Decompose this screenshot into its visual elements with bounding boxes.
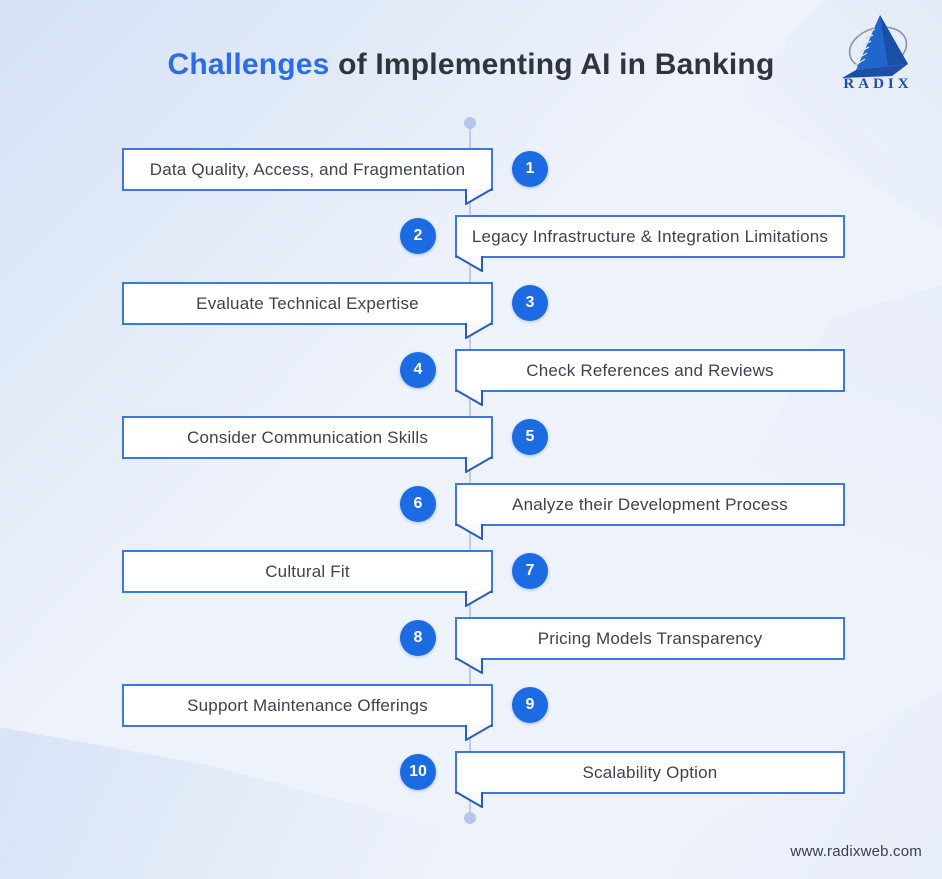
- timeline-start-dot: [464, 117, 476, 129]
- timeline-item-7: Cultural Fit 7: [0, 550, 942, 607]
- box-fold-icon: [465, 322, 493, 339]
- challenge-box-6: Analyze their Development Process: [455, 483, 845, 540]
- box-fold-icon: [455, 255, 483, 272]
- website-url: www.radixweb.com: [790, 843, 922, 860]
- challenge-box-5: Consider Communication Skills: [122, 416, 493, 473]
- challenge-label-1: Data Quality, Access, and Fragmentation: [149, 159, 466, 179]
- challenge-box-3: Evaluate Technical Expertise: [122, 282, 493, 339]
- radix-pyramid-icon: [842, 15, 908, 78]
- challenge-box-10: Scalability Option: [455, 751, 845, 808]
- step-number-4: 4: [413, 361, 423, 378]
- timeline-item-8: Pricing Models Transparency 8: [0, 617, 942, 674]
- step-number-10: 10: [409, 763, 427, 780]
- timeline-item-1: Data Quality, Access, and Fragmentation …: [0, 148, 942, 205]
- challenge-box-7: Cultural Fit: [122, 550, 493, 607]
- challenge-label-9: Support Maintenance Offerings: [187, 695, 428, 715]
- timeline-item-2: Legacy Infrastructure & Integration Limi…: [0, 215, 942, 272]
- challenge-label-4: Check References and Reviews: [526, 360, 774, 380]
- step-number-3: 3: [525, 294, 535, 311]
- page-title: Challenges of Implementing AI in Banking: [0, 48, 942, 82]
- challenge-label-7: Cultural Fit: [265, 561, 350, 581]
- step-number-badge-10: 10: [400, 754, 436, 790]
- box-fold-icon: [455, 657, 483, 674]
- box-fold-icon: [465, 456, 493, 473]
- step-number-8: 8: [413, 629, 423, 646]
- step-number-1: 1: [525, 160, 535, 177]
- step-number-6: 6: [413, 495, 423, 512]
- title-highlight: Challenges: [167, 48, 330, 81]
- box-fold-icon: [455, 791, 483, 808]
- challenge-box-9: Support Maintenance Offerings: [122, 684, 493, 741]
- challenge-label-3: Evaluate Technical Expertise: [196, 293, 419, 313]
- step-number-badge-4: 4: [400, 352, 436, 388]
- step-number-9: 9: [525, 696, 535, 713]
- step-number-badge-1: 1: [512, 151, 548, 187]
- step-number-badge-2: 2: [400, 218, 436, 254]
- box-fold-icon: [465, 724, 493, 741]
- timeline-item-3: Evaluate Technical Expertise 3: [0, 282, 942, 339]
- radix-logo: RADIX: [826, 12, 930, 93]
- box-fold-icon: [455, 389, 483, 406]
- challenge-box-4: Check References and Reviews: [455, 349, 845, 406]
- step-number-badge-3: 3: [512, 285, 548, 321]
- challenge-box-2: Legacy Infrastructure & Integration Limi…: [455, 215, 845, 272]
- timeline-end-dot: [464, 812, 476, 824]
- box-fold-icon: [455, 523, 483, 540]
- step-number-badge-7: 7: [512, 553, 548, 589]
- step-number-badge-6: 6: [400, 486, 436, 522]
- challenge-label-8: Pricing Models Transparency: [537, 628, 763, 648]
- box-fold-icon: [465, 590, 493, 607]
- box-fold-icon: [465, 188, 493, 205]
- challenge-label-5: Consider Communication Skills: [186, 427, 429, 447]
- step-number-2: 2: [413, 227, 423, 244]
- challenge-box-1: Data Quality, Access, and Fragmentation: [122, 148, 493, 205]
- step-number-5: 5: [525, 428, 535, 445]
- step-number-badge-9: 9: [512, 687, 548, 723]
- timeline-item-9: Support Maintenance Offerings 9: [0, 684, 942, 741]
- challenge-box-8: Pricing Models Transparency: [455, 617, 845, 674]
- challenge-label-6: Analyze their Development Process: [512, 494, 788, 514]
- timeline-item-4: Check References and Reviews 4: [0, 349, 942, 406]
- step-number-7: 7: [525, 562, 535, 579]
- radix-logo-wordmark: RADIX: [843, 76, 913, 92]
- timeline-item-5: Consider Communication Skills 5: [0, 416, 942, 473]
- timeline-item-10: Scalability Option 10: [0, 751, 942, 808]
- challenge-label-2: Legacy Infrastructure & Integration Limi…: [471, 226, 829, 246]
- timeline-item-6: Analyze their Development Process 6: [0, 483, 942, 540]
- title-rest: of Implementing AI in Banking: [329, 48, 775, 81]
- step-number-badge-5: 5: [512, 419, 548, 455]
- challenge-label-10: Scalability Option: [582, 762, 718, 782]
- step-number-badge-8: 8: [400, 620, 436, 656]
